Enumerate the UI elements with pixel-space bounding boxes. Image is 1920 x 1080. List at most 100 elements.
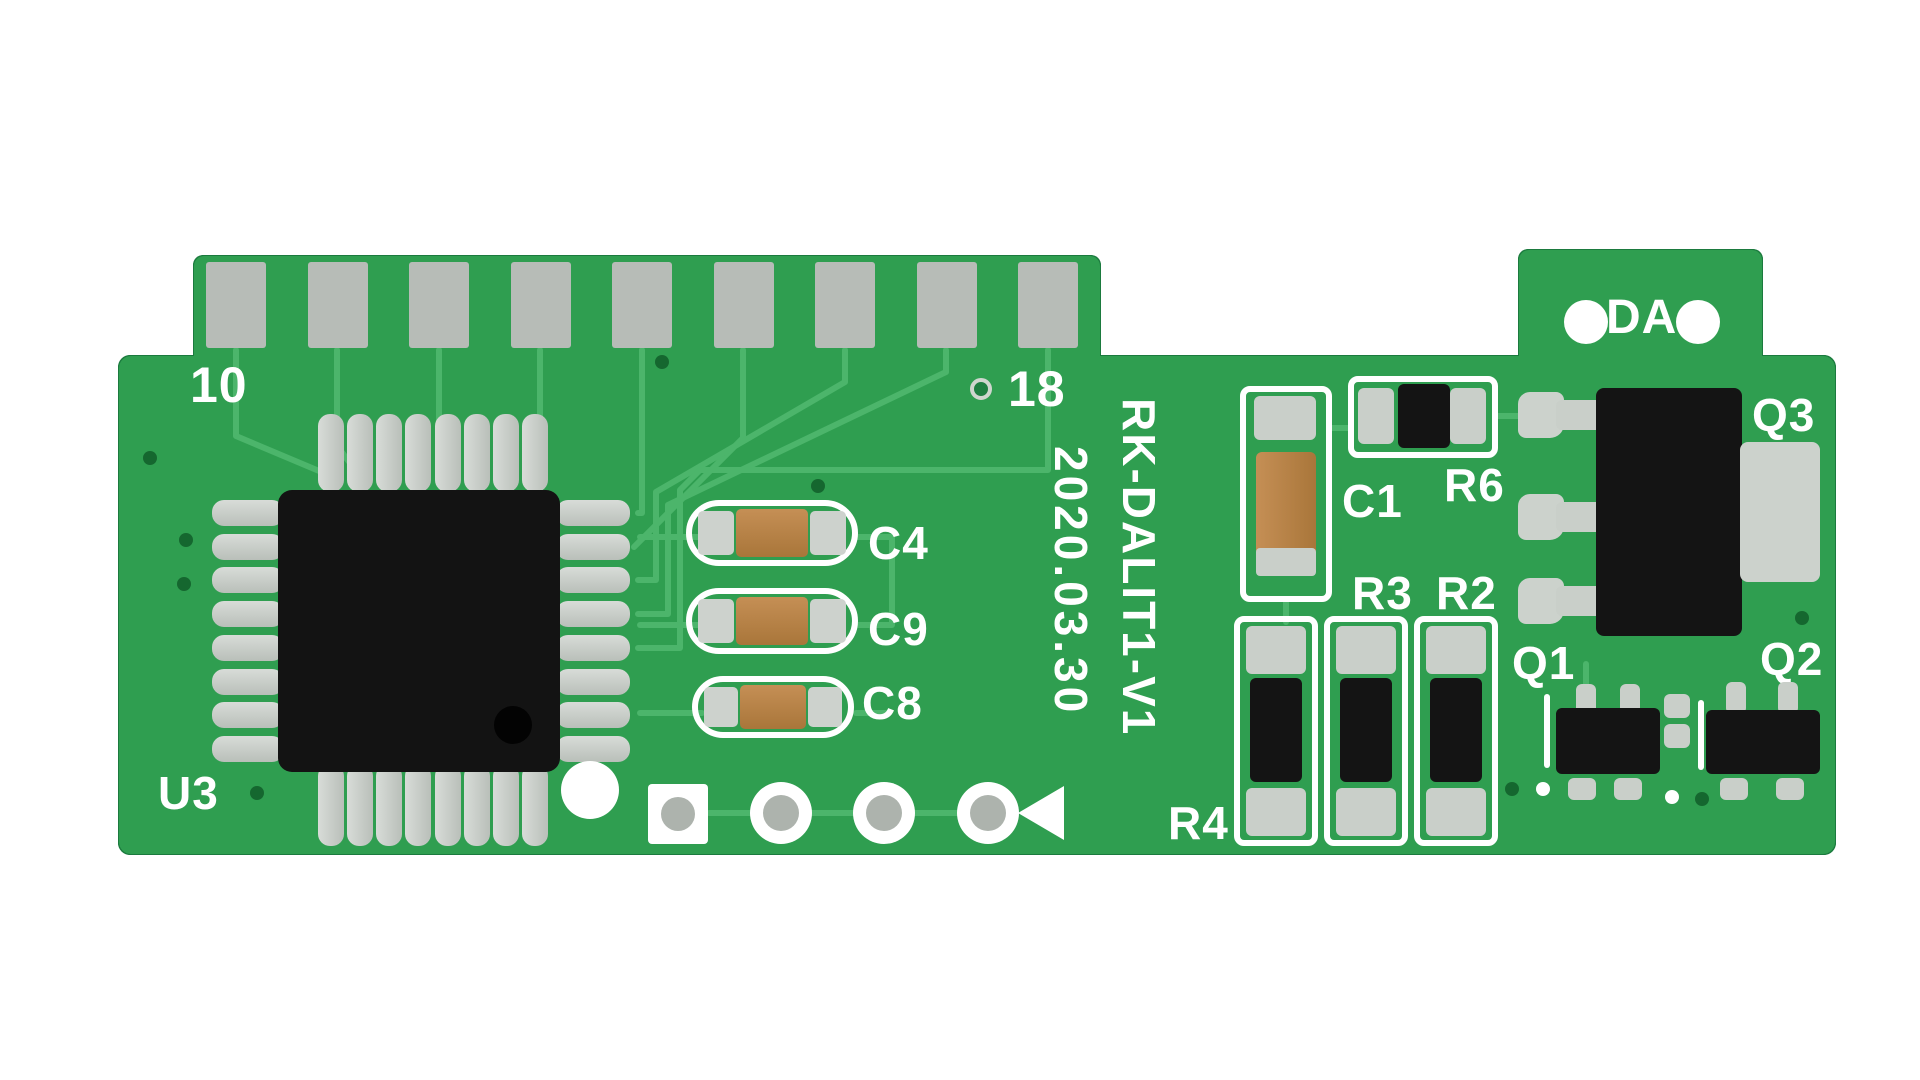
- chip-pin: [492, 414, 519, 492]
- label-pin-18: 18: [1008, 361, 1066, 417]
- mounting-tab: [1519, 250, 1762, 366]
- q3-tab-lead: [1740, 442, 1820, 582]
- u3-pins-right: [556, 500, 630, 762]
- label-q2: Q2: [1760, 633, 1824, 685]
- label-c1: C1: [1342, 475, 1403, 527]
- transistor-q1: [1556, 708, 1660, 774]
- tab-hole-left: [1564, 300, 1608, 344]
- edge-finger-pad: [1018, 262, 1078, 348]
- q2-lead: [1726, 682, 1746, 714]
- cap-terminal: [704, 687, 738, 727]
- edge-finger-pad: [307, 262, 368, 348]
- q2-lead: [1778, 682, 1798, 714]
- edge-finger-pad: [612, 262, 672, 348]
- label-pin-10: 10: [190, 357, 248, 413]
- chip-pin: [405, 764, 432, 846]
- chip-pin: [556, 668, 630, 695]
- label-q3: Q3: [1752, 389, 1816, 441]
- label-c4: C4: [868, 517, 929, 569]
- r3-pad-bottom: [1336, 788, 1396, 836]
- ring-via: [970, 378, 992, 400]
- through-hole-pad: [750, 782, 812, 844]
- mid-pad: [1664, 724, 1690, 748]
- r6-pad-right: [1450, 388, 1486, 444]
- resistor-r3: [1340, 678, 1392, 782]
- chip-pin: [347, 414, 374, 492]
- cap-terminal: [808, 687, 842, 727]
- chip-pin: [376, 764, 403, 846]
- chip-pin: [556, 634, 630, 661]
- chip-pin: [556, 500, 630, 526]
- capacitor-c1: [1256, 452, 1316, 556]
- chip-pin: [463, 764, 490, 846]
- u3-pins-left: [212, 500, 284, 762]
- capacitor-c9: [686, 588, 858, 654]
- r3-pad-top: [1336, 626, 1396, 674]
- r4-pad-bottom: [1246, 788, 1306, 836]
- capacitor-c8: [692, 676, 854, 738]
- label-r4: R4: [1168, 797, 1229, 849]
- chip-pin: [212, 601, 284, 628]
- fiducial-dot: [561, 761, 619, 819]
- edge-finger-pad: [916, 262, 977, 348]
- r4-silk-outline: [1234, 616, 1318, 846]
- through-hole-pad-square: [648, 784, 708, 844]
- r2-silk-outline: [1414, 616, 1498, 846]
- chip-pin: [212, 634, 284, 661]
- r2-pad-top: [1426, 626, 1486, 674]
- cap-terminal: [698, 599, 734, 643]
- chip-pin: [434, 764, 461, 846]
- chip-pin: [212, 500, 284, 526]
- q1-pad: [1614, 778, 1642, 800]
- mid-pad: [1664, 694, 1690, 718]
- q1-lead: [1620, 684, 1640, 714]
- c1-silk-outline: [1240, 386, 1332, 602]
- q2-silk-mark: [1698, 700, 1704, 770]
- cap-ceramic-body: [736, 509, 808, 557]
- chip-pin: [318, 414, 344, 492]
- cap-ceramic-body: [740, 685, 806, 729]
- chip-pin: [521, 414, 548, 492]
- cap-ceramic-body: [736, 597, 808, 645]
- cap-terminal: [698, 511, 734, 555]
- label-r2: R2: [1436, 567, 1497, 619]
- r2-pad-bottom: [1426, 788, 1486, 836]
- through-hole-pad: [957, 782, 1019, 844]
- edge-finger-pad: [510, 262, 571, 348]
- chip-pin: [212, 702, 284, 729]
- hole: [970, 795, 1006, 831]
- edge-finger-pad: [206, 262, 266, 348]
- chip-pin: [212, 668, 284, 695]
- chip-pin: [212, 567, 284, 594]
- resistor-r6: [1398, 384, 1450, 448]
- tab-hole-right: [1676, 300, 1720, 344]
- q1-pad: [1568, 778, 1596, 800]
- chip-pin: [492, 764, 519, 846]
- chip-pin: [434, 414, 461, 492]
- capacitor-c4: [686, 500, 858, 566]
- r6-pad-left: [1358, 388, 1394, 444]
- silk-dots: [1536, 782, 1679, 804]
- edge-finger-pad: [815, 262, 875, 348]
- hole: [866, 795, 902, 831]
- label-r6: R6: [1444, 459, 1505, 511]
- chip-pin: [318, 764, 344, 846]
- chip-pin: [556, 735, 630, 762]
- edge-finger-pad: [409, 262, 469, 348]
- label-c8: C8: [862, 677, 923, 729]
- label-u3: U3: [158, 767, 219, 819]
- through-hole-pad: [853, 782, 915, 844]
- chip-pin: [405, 414, 432, 492]
- r6-silk-outline: [1348, 376, 1498, 458]
- cap-terminal: [810, 599, 846, 643]
- resistor-r2: [1430, 678, 1482, 782]
- chip-pin: [556, 601, 630, 628]
- arrow-marker: [1018, 786, 1064, 840]
- hole: [661, 797, 695, 831]
- q2-pad: [1776, 778, 1804, 800]
- label-c9: C9: [868, 603, 929, 655]
- label-q1: Q1: [1512, 637, 1576, 689]
- edge-finger-pad: [713, 262, 774, 348]
